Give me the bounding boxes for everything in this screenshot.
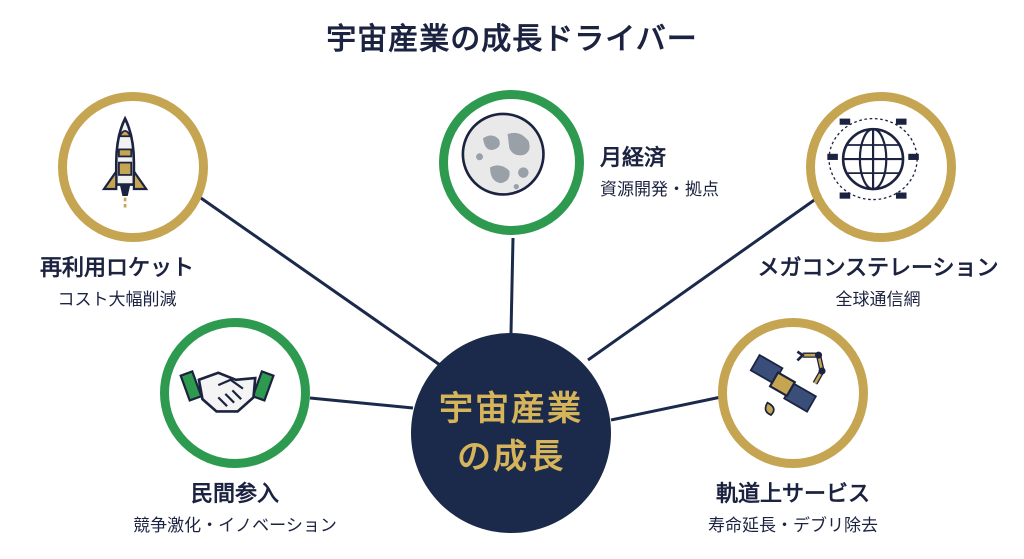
orbital-title: 軌道上サービス (715, 482, 870, 507)
mega-label: メガコンステレーション 全球通信網 (748, 250, 1008, 310)
rocket-node (58, 92, 208, 242)
rocket-title: 再利用ロケット (40, 256, 195, 281)
connector-mega (587, 194, 821, 362)
private-node (160, 318, 310, 468)
moon-label: 月経済 資源開発・拠点 (600, 140, 719, 200)
orbital-node (718, 318, 868, 468)
private-label: 民間参入 競争激化・イノベーション (110, 476, 360, 536)
connector-private (309, 396, 414, 410)
orbital-subtitle: 寿命延長・デブリ除去 (708, 516, 878, 536)
moon-icon (461, 112, 545, 196)
globe-satellites-icon (827, 117, 919, 201)
mega-title: メガコンステレーション (757, 256, 999, 281)
connector-moon (509, 237, 515, 334)
moon-node (439, 90, 584, 235)
mega-subtitle: 全球通信網 (835, 290, 921, 310)
rocket-label: 再利用ロケット コスト大幅削減 (40, 250, 194, 310)
moon-subtitle: 資源開発・拠点 (600, 180, 719, 200)
orbital-label: 軌道上サービス 寿命延長・デブリ除去 (673, 476, 913, 536)
private-subtitle: 競争激化・イノベーション (133, 516, 337, 536)
rocket-icon (101, 115, 149, 209)
private-title: 民間参入 (190, 482, 279, 507)
center-hub: 宇宙産業 の成長 (411, 333, 611, 533)
hub-line1: 宇宙産業 (439, 389, 583, 429)
moon-title: 月経済 (600, 146, 667, 171)
handshake-icon (179, 370, 275, 413)
hub-line2: の成長 (457, 437, 565, 477)
diagram-title: 宇宙産業の成長ドライバー (326, 22, 698, 57)
connector-orbital (610, 394, 727, 422)
connector-rocket (197, 194, 441, 367)
rocket-subtitle: コスト大幅削減 (57, 290, 177, 310)
satellite-robot-arm-icon (749, 350, 826, 417)
mega-node (806, 92, 956, 242)
